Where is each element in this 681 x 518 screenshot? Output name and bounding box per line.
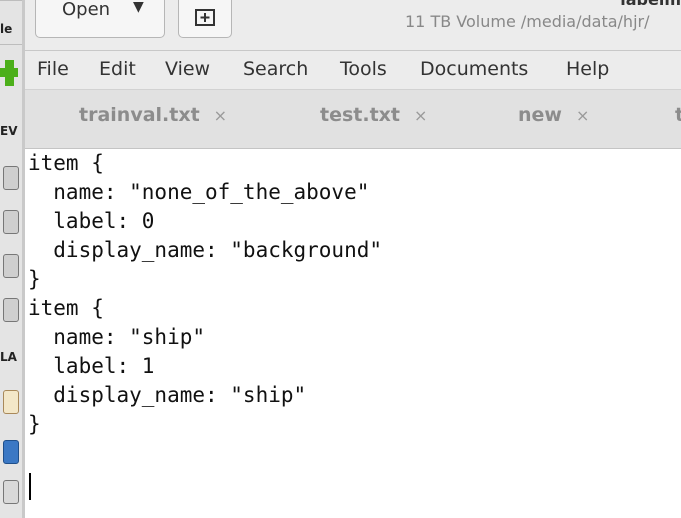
background-window-strip: le EV LA xyxy=(0,0,22,518)
open-button-label: Open xyxy=(62,0,111,20)
window-title: labelm xyxy=(620,0,681,9)
divider xyxy=(0,44,22,45)
menu-edit[interactable]: Edit xyxy=(99,58,136,80)
open-button[interactable]: Open ▼ xyxy=(35,0,165,38)
code-line: label: 0 xyxy=(28,209,155,233)
tab-label: trainval.txt xyxy=(79,104,200,126)
menu-tools[interactable]: Tools xyxy=(340,58,387,80)
text-editor[interactable]: item { name: "none_of_the_above" label: … xyxy=(25,149,681,518)
add-icon[interactable] xyxy=(0,58,18,88)
code-line: display_name: "ship" xyxy=(28,383,307,407)
menu-view[interactable]: View xyxy=(165,58,211,80)
close-icon[interactable]: × xyxy=(575,106,590,125)
window-subtitle: 11 TB Volume /media/data/hjr/ xyxy=(405,12,650,31)
tab-label: t xyxy=(675,104,681,126)
tab-label: new xyxy=(518,104,562,126)
tab-trainval[interactable]: trainval.txt × xyxy=(79,104,227,126)
strip-label-la: LA xyxy=(0,350,17,364)
code-line: name: "none_of_the_above" xyxy=(28,180,370,204)
code-line: } xyxy=(28,412,41,436)
close-icon[interactable]: × xyxy=(414,106,428,125)
header-bar: Open ▼ labelm 11 TB Volume /media/data/h… xyxy=(25,0,681,51)
code-line: item { xyxy=(28,296,104,320)
close-icon[interactable]: × xyxy=(213,106,228,125)
code-line: name: "ship" xyxy=(28,325,206,349)
tab-partial[interactable]: t xyxy=(675,104,681,126)
new-document-icon xyxy=(195,9,215,26)
new-document-button[interactable] xyxy=(178,0,232,38)
drive-icon[interactable] xyxy=(3,166,19,190)
menu-file[interactable]: File xyxy=(37,58,69,80)
code-line: } xyxy=(28,267,41,291)
chevron-down-icon: ▼ xyxy=(133,0,144,15)
code-line: label: 1 xyxy=(28,354,155,378)
document-tabs: trainval.txt × test.txt × new × t xyxy=(25,90,681,149)
strip-label-ev: EV xyxy=(0,124,18,138)
text-cursor xyxy=(29,473,31,500)
code-line: display_name: "background" xyxy=(28,238,383,262)
drive-icon[interactable] xyxy=(3,254,19,278)
network-icon[interactable] xyxy=(3,440,19,464)
window-border xyxy=(22,0,25,518)
trash-icon[interactable] xyxy=(3,480,19,504)
tab-new[interactable]: new × xyxy=(518,104,589,126)
menu-search[interactable]: Search xyxy=(243,58,309,80)
menu-documents[interactable]: Documents xyxy=(420,58,529,80)
home-folder-icon[interactable] xyxy=(3,390,19,414)
code-line: item { xyxy=(28,151,104,175)
strip-label-top: le xyxy=(0,22,13,36)
menu-help[interactable]: Help xyxy=(566,58,610,80)
drive-icon[interactable] xyxy=(3,298,19,322)
tab-test[interactable]: test.txt × xyxy=(320,104,427,126)
tab-label: test.txt xyxy=(320,104,400,126)
menu-bar: File Edit View Search Tools Documents He… xyxy=(25,51,681,90)
divider xyxy=(0,0,22,1)
drive-icon[interactable] xyxy=(3,210,19,234)
